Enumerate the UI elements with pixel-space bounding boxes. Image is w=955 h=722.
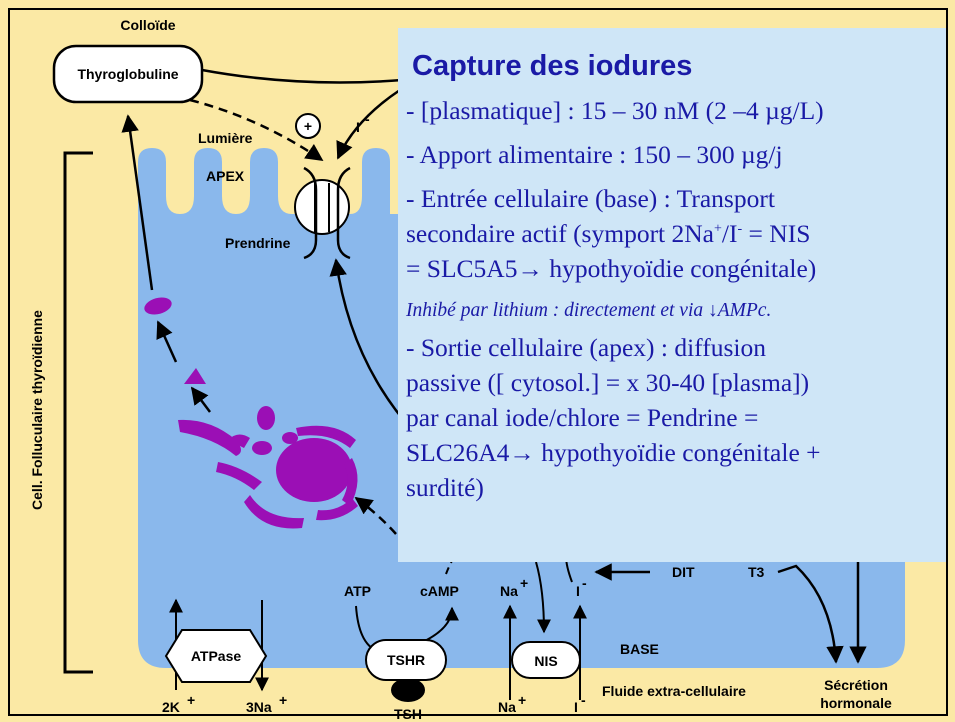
na3-charge: + xyxy=(279,692,287,708)
secretion-label-1: Sécrétion xyxy=(824,677,888,693)
atpase-label: ATPase xyxy=(191,648,242,664)
info-symport-post: = NIS xyxy=(742,219,810,248)
tsh-label: TSH xyxy=(394,706,422,722)
pendrine-channel xyxy=(295,180,349,234)
iodide-bottom-charge: - xyxy=(581,692,586,708)
iodide-mid-charge: - xyxy=(582,575,587,591)
iodide-top-charge: - xyxy=(365,111,370,127)
info-line-slc26a4: SLC26A4→ hypothyoïdie congénitale + xyxy=(406,435,940,470)
info-line-exit: - Sortie cellulaire (apex) : diffusion xyxy=(406,330,940,365)
info-line-entry: - Entrée cellulaire (base) : Transport xyxy=(406,181,940,216)
na-bottom-label: Na xyxy=(498,699,516,715)
thyroglobulin-label: Thyroglobuline xyxy=(77,66,178,82)
camp-label: cAMP xyxy=(420,583,459,599)
info-symport-mid: /I xyxy=(722,219,738,248)
cell-label: Cell. Folluculaire thyroïdienne xyxy=(29,310,45,510)
info-line-intake: - Apport alimentaire : 150 – 300 µg/j xyxy=(406,137,940,172)
colloid-label: Colloïde xyxy=(120,17,175,33)
na3-label: 3Na xyxy=(246,699,272,715)
info-title: Capture des iodures xyxy=(412,50,940,83)
tshr-label: TSHR xyxy=(387,652,425,668)
info-symport-pre: secondaire actif (symport 2Na xyxy=(406,219,714,248)
iodide-mid-label: I xyxy=(576,583,580,599)
info-line-slc5a5: = SLC5A5→ hypothyoïdie congénitale) xyxy=(406,251,940,286)
iodide-bottom-label: I xyxy=(574,699,578,715)
na-bottom-charge: + xyxy=(518,692,526,708)
tsh-ligand xyxy=(391,678,425,702)
t3-label: T3 xyxy=(748,564,765,580)
info-line-lithium: Inhibé par lithium : directement et via … xyxy=(406,296,940,326)
extracellular-label: Fluide extra-cellulaire xyxy=(602,683,746,699)
info-line-deafness: surdité) xyxy=(406,470,940,505)
info-symport-plus: + xyxy=(714,222,722,237)
atp-label: ATP xyxy=(344,583,371,599)
info-line-passive: passive ([ cytosol.] = x 30-40 [plasma]) xyxy=(406,365,940,400)
k-charge: + xyxy=(187,692,195,708)
k-label: 2K xyxy=(162,699,180,715)
lumiere-label: Lumière xyxy=(198,130,253,146)
nis-label: NIS xyxy=(534,653,557,669)
info-line-symport: secondaire actif (symport 2Na+/I- = NIS xyxy=(406,216,940,251)
iodide-capture-info-box: Capture des iodures - [plasmatique] : 15… xyxy=(398,28,946,562)
iodide-top-label: I xyxy=(356,119,360,135)
pendrine-label: Prendrine xyxy=(225,235,291,251)
na-in-label: Na xyxy=(500,583,518,599)
apex-label: APEX xyxy=(206,168,245,184)
info-line-plasma: - [plasmatique] : 15 – 30 nM (2 –4 µg/L) xyxy=(406,93,940,128)
dit-label: DIT xyxy=(672,564,695,580)
secretion-label-2: hormonale xyxy=(820,695,892,711)
plus-sign: + xyxy=(304,118,312,134)
base-label: BASE xyxy=(620,641,659,657)
na-in-charge: + xyxy=(520,575,528,591)
info-line-channel: par canal iode/chlore = Pendrine = xyxy=(406,400,940,435)
